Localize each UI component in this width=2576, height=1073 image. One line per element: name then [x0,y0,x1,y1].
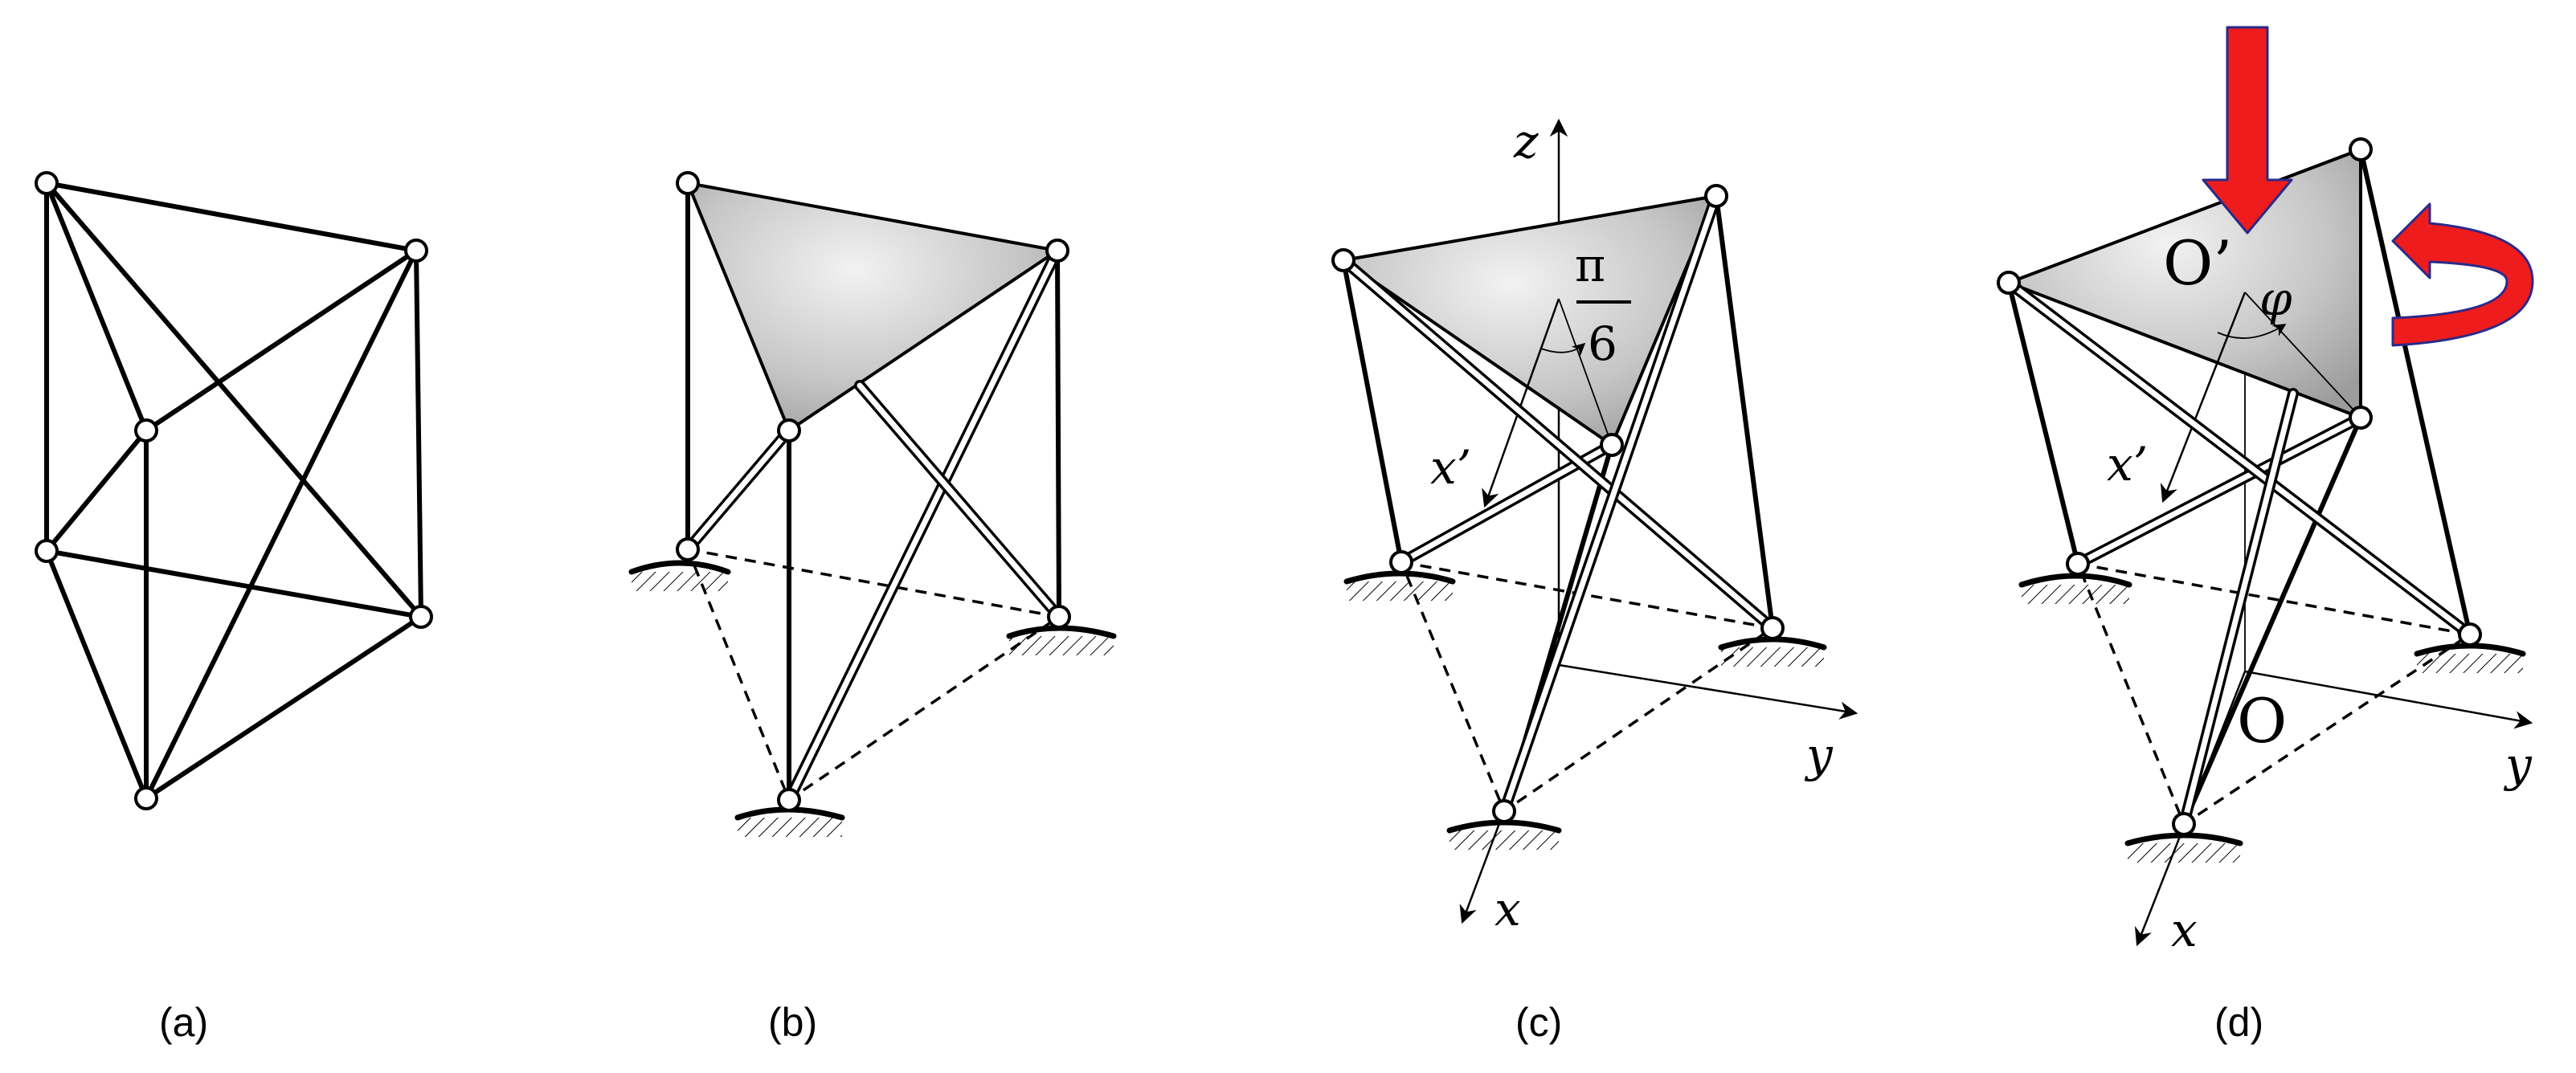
moving-platform [686,182,1059,432]
panel-d-legs [2003,147,2476,830]
angle-label: π 6 [1575,238,1631,371]
x-prime-axis [2160,292,2247,504]
panel-d-grounds [2018,573,2526,863]
panel-d: O’ φ x’ O y x (d) [1997,26,2534,1045]
x-axis-label: x [1494,882,1521,936]
ground-triangle-dashed [685,547,1063,802]
vertical-load-arrow [2202,26,2293,235]
panel-b-joints [676,171,1071,812]
panel-b-legs [682,181,1065,806]
panel-c-body-frame [1482,298,1613,508]
caption-d: (d) [2214,1000,2263,1045]
x-prime-label: x’ [1430,440,1471,495]
caption-c: (c) [1515,1000,1562,1045]
ground-triangle-dashed [2075,561,2474,826]
x-prime-label: x’ [2107,437,2148,492]
panel-a-joints [35,171,433,810]
angle-denominator: 6 [1588,316,1617,371]
panel-a-bars [44,181,423,801]
z-axis-label: z [1513,114,1539,169]
panel-c-joints [1331,184,1785,823]
y-axis [2244,670,2533,729]
x-prime-axis [1482,298,1560,508]
moving-platform [1342,194,1718,447]
panel-d-body-frame [2160,292,2361,504]
y-axis [1558,663,1858,720]
torque-arrow [2391,202,2534,347]
y-axis-label: y [2503,737,2533,792]
panel-a: (a) [35,171,433,1045]
panel-b-grounds [628,560,1117,837]
fixed-origin-label: O [2237,685,2287,757]
panel-c-legs [1338,190,1778,817]
panel-d-joints [1997,137,2482,836]
panel-c: π 6 z x’ y x (c) [1331,114,1858,1045]
angle-numerator: π [1575,238,1605,292]
ground-triangle-dashed [1399,560,1777,814]
x-axis-label: x [2171,903,2198,957]
rotation-angle-label: φ [2259,271,2292,326]
moving-platform [2007,148,2362,419]
y-axis-label: y [1804,728,1834,782]
moving-origin-label: O’ [2163,227,2232,299]
panel-b: (b) [628,171,1117,1045]
caption-b: (b) [768,1000,817,1045]
caption-a: (a) [159,1000,208,1045]
